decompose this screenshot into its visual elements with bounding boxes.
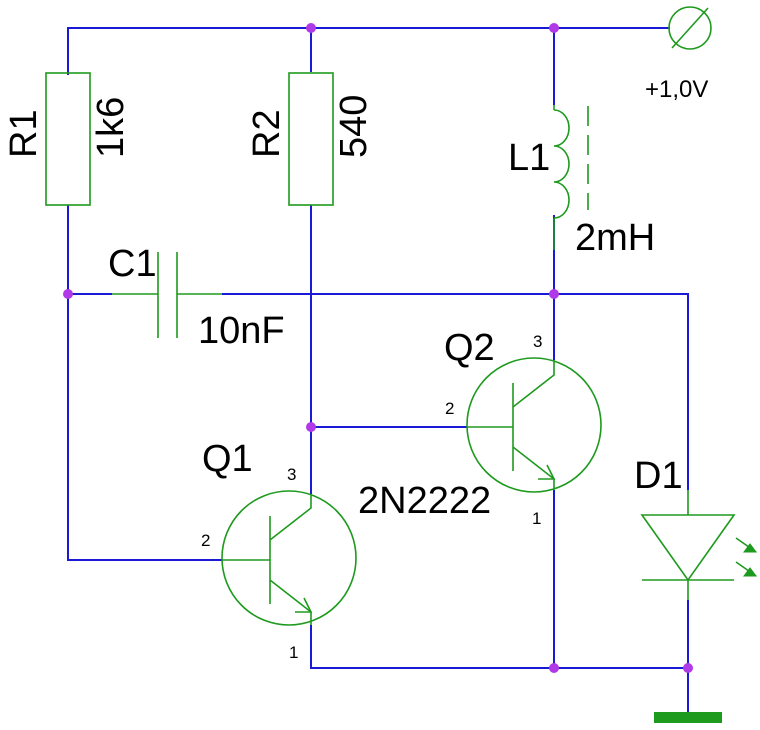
r2-value-label: 540 — [333, 95, 375, 158]
transistor-model-label: 2N2222 — [358, 480, 491, 522]
l1-value-label: 2mH — [575, 217, 655, 259]
q1-base-pin: 2 — [201, 531, 210, 550]
q2-ref-label: Q2 — [444, 327, 495, 369]
supply-rail-wire — [67, 27, 670, 75]
q1-ref-label: Q1 — [202, 438, 253, 480]
l1-inductor — [553, 105, 589, 250]
c1-ref-label: C1 — [108, 243, 157, 285]
q1-transistor — [221, 490, 357, 626]
junctions — [63, 23, 693, 673]
junction-dot — [63, 289, 73, 299]
d1-ref-label: D1 — [634, 455, 683, 497]
r1-ref-label: R1 — [3, 109, 45, 158]
r2-ref-label: R2 — [246, 109, 288, 158]
c1-right-wire — [222, 293, 689, 490]
q2-emitter-pin: 1 — [532, 509, 541, 528]
d1-led — [640, 490, 757, 600]
c1-capacitor — [112, 252, 222, 338]
r1-q1-base-wire — [67, 205, 222, 561]
supply-terminal — [668, 6, 712, 50]
wires — [67, 27, 689, 716]
ground-symbol — [654, 712, 722, 723]
junction-dot — [306, 23, 316, 33]
q1-collector-pin: 3 — [287, 465, 296, 484]
r1-resistor — [45, 72, 91, 206]
q2-base-pin: 2 — [445, 399, 454, 418]
r1-value-label: 1k6 — [90, 97, 132, 158]
junction-dot — [306, 422, 316, 432]
ground-rail-wire — [310, 625, 688, 669]
junction-dot — [683, 663, 693, 673]
q1-emitter-pin: 1 — [289, 643, 298, 662]
l1-ref-label: L1 — [508, 137, 550, 179]
junction-dot — [549, 289, 559, 299]
q2-transistor — [466, 357, 602, 493]
junction-dot — [549, 663, 559, 673]
r2-resistor — [288, 72, 334, 206]
supply-voltage-label: +1,0V — [645, 76, 708, 103]
junction-dot — [549, 23, 559, 33]
q2-collector-pin: 3 — [533, 332, 542, 351]
c1-value-label: 10nF — [198, 310, 285, 352]
